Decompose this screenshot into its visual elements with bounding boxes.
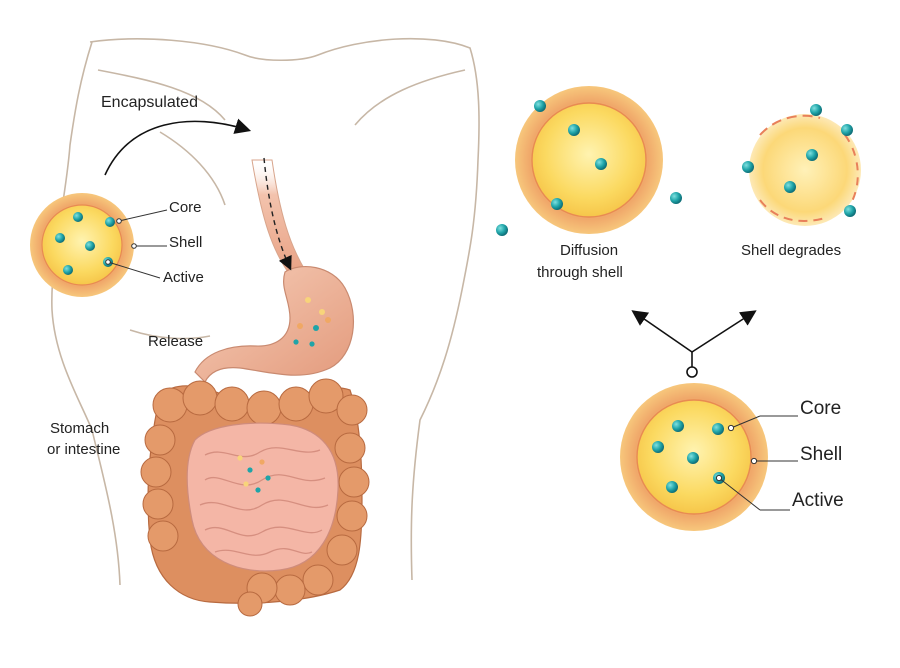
small-capsule-leaders bbox=[105, 209, 168, 279]
stomach-label: Stomach bbox=[50, 420, 110, 437]
small-core-label: Core bbox=[169, 199, 202, 216]
esophagus bbox=[251, 159, 306, 276]
torso-outline bbox=[51, 37, 480, 586]
shell-degrades-label: Shell degrades bbox=[741, 242, 842, 259]
large-capsule bbox=[620, 383, 768, 531]
small-active-label: Active bbox=[163, 269, 204, 286]
large-capsule-leaders bbox=[715, 415, 798, 511]
degrading-capsule bbox=[742, 104, 861, 226]
small-capsule bbox=[30, 193, 134, 297]
large-core-label: Core bbox=[800, 398, 842, 419]
encapsulated-label: Encapsulated bbox=[101, 94, 198, 111]
small-intestine bbox=[186, 422, 339, 572]
diffusion-capsule bbox=[496, 86, 682, 236]
split-arrow bbox=[631, 310, 757, 378]
diffusion-label-1: Diffusion bbox=[560, 242, 619, 259]
stomach bbox=[194, 265, 354, 384]
small-shell-label: Shell bbox=[169, 234, 203, 251]
large-active-label: Active bbox=[792, 490, 844, 511]
release-label: Release bbox=[148, 333, 204, 350]
swallow-arrow bbox=[263, 157, 292, 271]
colon-haustra bbox=[140, 378, 370, 617]
diffusion-label-2: through shell bbox=[537, 264, 623, 281]
intestine-label: or intestine bbox=[47, 441, 121, 458]
released-particles bbox=[237, 297, 331, 493]
encapsulated-arrow bbox=[104, 118, 252, 176]
large-shell-label: Shell bbox=[800, 444, 843, 465]
